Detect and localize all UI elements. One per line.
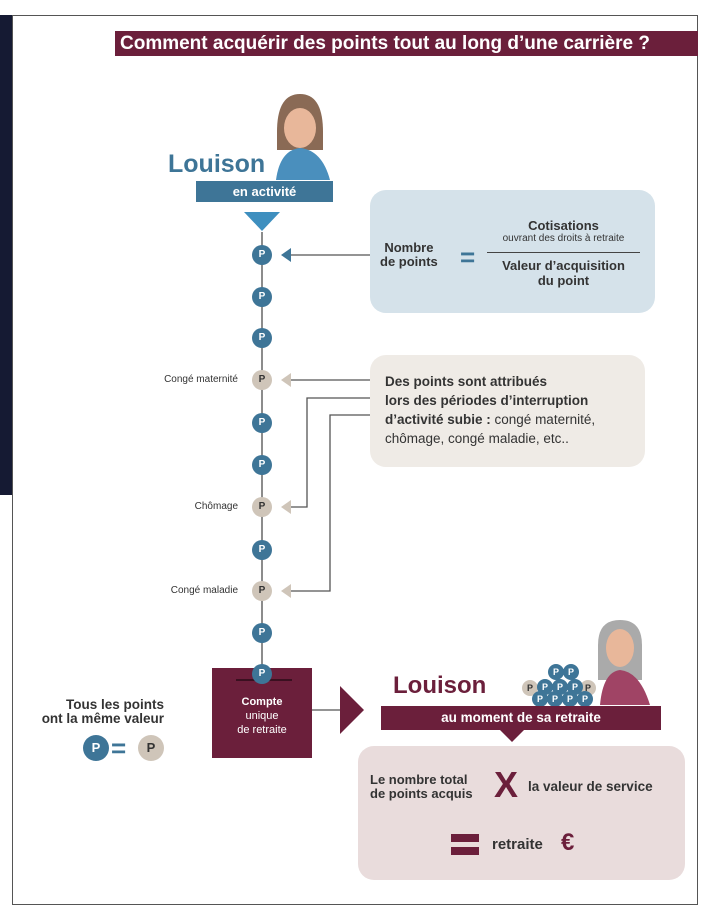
- interruption-line-4: chômage, congé maladie, etc..: [385, 431, 569, 446]
- retirement-label: retraite: [492, 836, 543, 853]
- formula-left-1: Nombre: [384, 240, 434, 255]
- account-line-3: de retraite: [237, 724, 287, 736]
- point-icon-interruption: P: [252, 497, 272, 517]
- point-pile-icon: P: [532, 691, 548, 707]
- formula-box: [370, 190, 655, 313]
- interruption-text: Des points sont attribués lors des pério…: [385, 372, 595, 448]
- side-strip: [0, 15, 13, 495]
- point-icon: P: [252, 245, 272, 265]
- point-icon: P: [252, 328, 272, 348]
- arrow-left-icon: [281, 500, 291, 514]
- point-icon: P: [252, 455, 272, 475]
- label-maternite: Congé maternité: [164, 374, 238, 385]
- equal-value-2: ont la même valeur: [41, 711, 164, 726]
- equals-icon: [451, 834, 479, 842]
- point-pile-icon: P: [577, 691, 593, 707]
- interruption-line-3-bold: d’activité subie :: [385, 412, 491, 427]
- denominator-2: du point: [537, 273, 590, 288]
- arrow-left-icon: [281, 584, 291, 598]
- account-line-2: unique: [245, 710, 279, 722]
- arrow-left-icon: [281, 373, 291, 387]
- point-icon: P: [138, 735, 164, 761]
- arrow-right-icon: [340, 686, 364, 734]
- interruption-line-3: congé maternité,: [490, 412, 596, 427]
- interruption-line-2: lors des périodes d’interruption: [385, 393, 589, 408]
- woman-retired-avatar: [598, 620, 650, 705]
- point-icon: P: [252, 540, 272, 560]
- pointer-icon: [500, 730, 524, 742]
- point-icon-interruption: P: [252, 370, 272, 390]
- point-icon: P: [252, 664, 272, 684]
- point-icon: P: [83, 735, 109, 761]
- point-icon: P: [252, 623, 272, 643]
- arrow-left-icon: [281, 248, 291, 262]
- account-line-1: Compte: [241, 696, 283, 708]
- point-pile-icon: P: [547, 691, 563, 707]
- formula-left-2: de points: [380, 254, 438, 269]
- equal-value-1: Tous les points: [65, 697, 164, 712]
- times-icon: X: [494, 764, 519, 805]
- label-chomage: Chômage: [194, 501, 238, 512]
- person-name: Louison: [393, 672, 487, 699]
- infographic-frame: [12, 15, 698, 905]
- down-triangle-icon: [244, 212, 280, 231]
- label-maladie: Congé maladie: [170, 585, 238, 596]
- woman-active-avatar: [276, 94, 330, 180]
- equals-icon: =: [460, 242, 476, 272]
- interruption-line-1: Des points sont attribués: [385, 374, 548, 389]
- point-pile-icon: P: [563, 664, 579, 680]
- point-icon-interruption: P: [252, 581, 272, 601]
- page-title: Comment acquérir des points tout au long…: [115, 31, 698, 56]
- result-left-2: de points acquis: [370, 786, 473, 801]
- point-pile-icon: P: [548, 664, 564, 680]
- equals-icon: =: [111, 733, 127, 763]
- status-label: en activité: [196, 181, 333, 202]
- formula-fraction: Cotisations ouvrant des droits à retrait…: [485, 218, 642, 288]
- point-icon: P: [252, 413, 272, 433]
- euro-icon: €: [561, 829, 575, 856]
- status-label: au moment de sa retraite: [381, 706, 661, 730]
- numerator: Cotisations: [528, 218, 599, 233]
- service-value: la valeur de service: [528, 779, 653, 794]
- denominator-1: Valeur d’acquisition: [502, 258, 625, 273]
- equals-icon: [451, 847, 479, 855]
- point-pile-icon: P: [562, 691, 578, 707]
- result-box: [358, 746, 685, 880]
- point-icon: P: [252, 287, 272, 307]
- interruption-box: [370, 355, 645, 467]
- numerator-sub: ouvrant des droits à retraite: [502, 233, 625, 244]
- person-name: Louison: [168, 150, 266, 178]
- result-left-1: Le nombre total: [370, 772, 468, 787]
